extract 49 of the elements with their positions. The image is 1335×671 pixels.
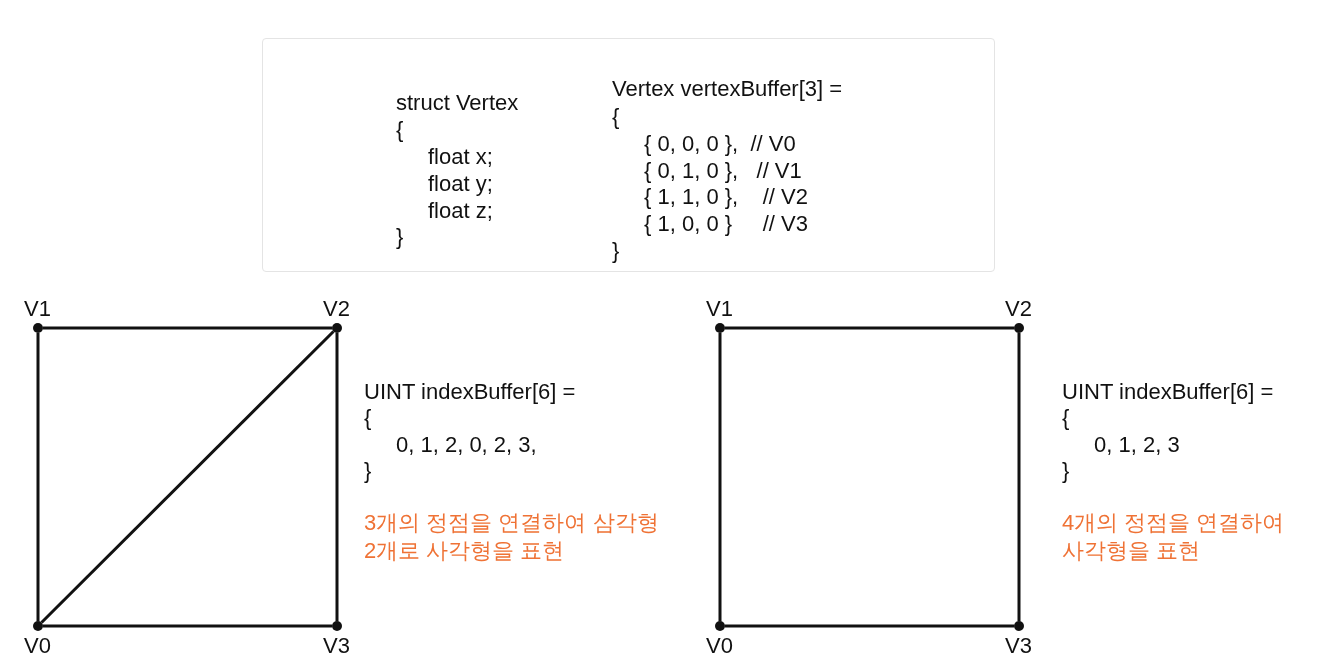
vertex-dot [33, 323, 43, 333]
code-line: Vertex vertexBuffer[3] = [612, 76, 843, 102]
vertex-dot [715, 621, 725, 631]
code-line: struct Vertex [396, 90, 519, 116]
code-line: { 0, 0, 0 }, // V0 [644, 131, 796, 157]
code-line: { [1062, 405, 1070, 431]
vertex-label: V1 [706, 296, 733, 322]
vertex-dot [1014, 621, 1024, 631]
vertex-label: V1 [24, 296, 51, 322]
vertex-dot [332, 323, 342, 333]
code-line: { [396, 117, 404, 143]
note-text: 4개의 정점을 연결하여 사각형을 표현 [1062, 509, 1286, 565]
edge-line [36, 333, 40, 621]
vertex-dot [1014, 323, 1024, 333]
code-line: 0, 1, 2, 0, 2, 3, [396, 432, 537, 458]
edge-line [718, 333, 722, 621]
code-line: float z; [428, 198, 493, 224]
code-line: float y; [428, 171, 493, 197]
vertex-label: V0 [24, 633, 51, 659]
code-line: 0, 1, 2, 3 [1094, 432, 1180, 458]
edge-line [1017, 333, 1021, 621]
code-line: { 1, 1, 0 }, // V2 [644, 184, 808, 210]
code-line: { [612, 104, 620, 130]
note-text: 3개의 정점을 연결하여 삼각형 2개로 사각형을 표현 [364, 509, 660, 565]
vertex-dot [715, 323, 725, 333]
edge-line [725, 624, 1014, 628]
vertex-dot [332, 621, 342, 631]
edge-line [725, 326, 1014, 330]
code-line: } [612, 238, 620, 264]
code-line: { [364, 405, 372, 431]
code-line: } [1062, 458, 1070, 484]
vertex-dot [33, 621, 43, 631]
edge-line [43, 624, 332, 628]
edge-line [43, 326, 332, 330]
edge-line [40, 330, 335, 624]
edge-line [335, 333, 339, 621]
code-line: { 1, 0, 0 } // V3 [644, 211, 808, 237]
vertex-label: V3 [1005, 633, 1032, 659]
code-line: float x; [428, 144, 493, 170]
vertex-label: V3 [323, 633, 350, 659]
code-line: UINT indexBuffer[6] = [364, 379, 576, 405]
vertex-label: V2 [323, 296, 350, 322]
code-line: } [364, 458, 372, 484]
code-line: UINT indexBuffer[6] = [1062, 379, 1274, 405]
vertex-label: V2 [1005, 296, 1032, 322]
code-box [262, 38, 995, 272]
vertex-label: V0 [706, 633, 733, 659]
code-line: { 0, 1, 0 }, // V1 [644, 158, 802, 184]
code-line: } [396, 224, 404, 250]
